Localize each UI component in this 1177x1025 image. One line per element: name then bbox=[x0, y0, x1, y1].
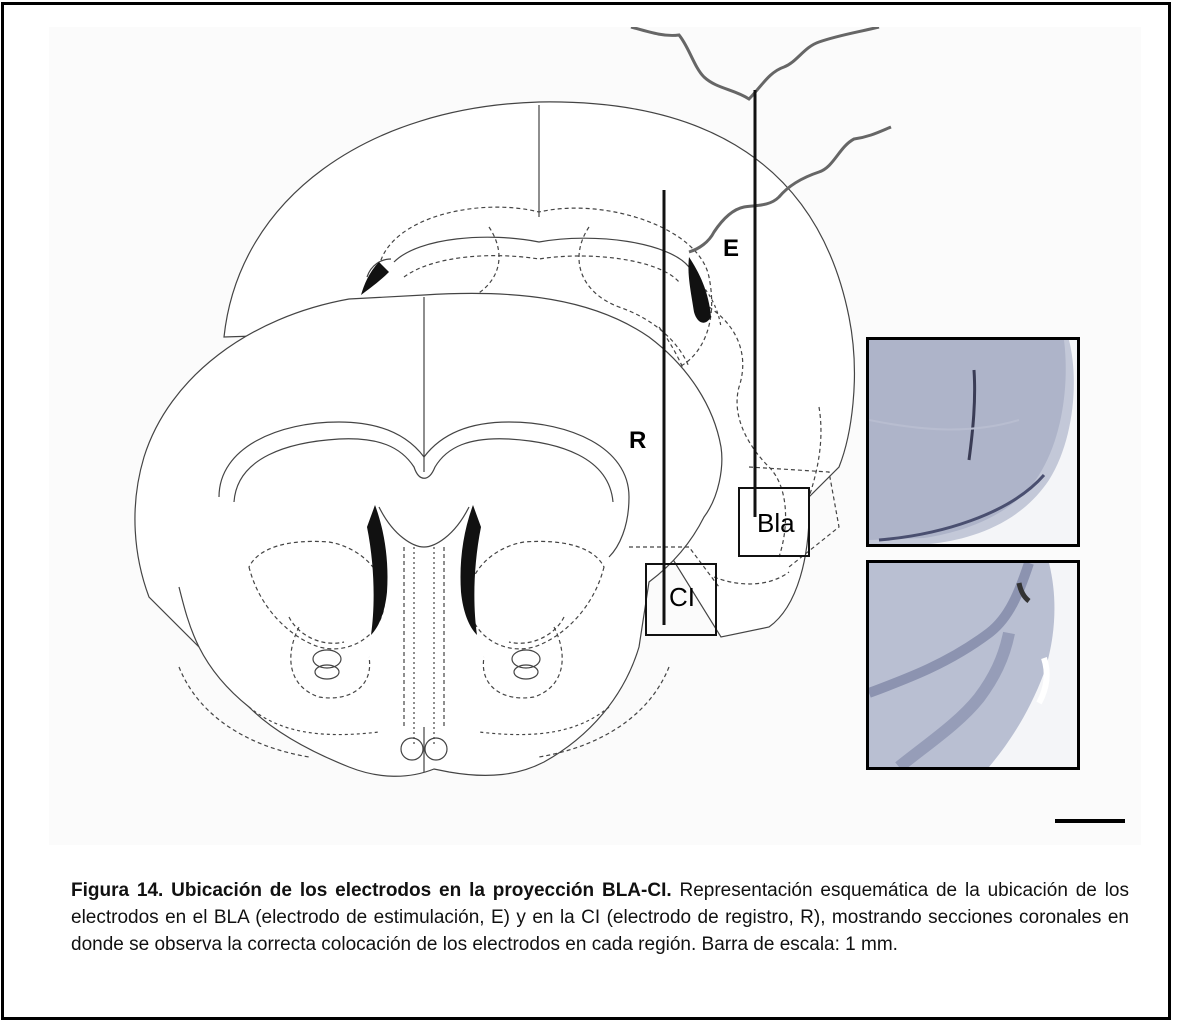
photomicrograph-bla bbox=[866, 337, 1080, 547]
figure-caption: Figura 14. Ubicación de los electrodos e… bbox=[71, 877, 1129, 958]
label-r: R bbox=[629, 427, 646, 455]
front-section bbox=[135, 293, 722, 776]
figure-panel: E R Bla CI bbox=[49, 27, 1141, 845]
label-e: E bbox=[723, 235, 739, 263]
photomicrograph-ci bbox=[866, 560, 1080, 770]
scale-bar bbox=[1055, 819, 1125, 823]
caption-title: Figura 14. Ubicación de los electrodos e… bbox=[71, 880, 672, 901]
label-bla: Bla bbox=[757, 508, 795, 539]
stimulation-wire bbox=[631, 27, 879, 99]
label-ci: CI bbox=[669, 582, 695, 613]
